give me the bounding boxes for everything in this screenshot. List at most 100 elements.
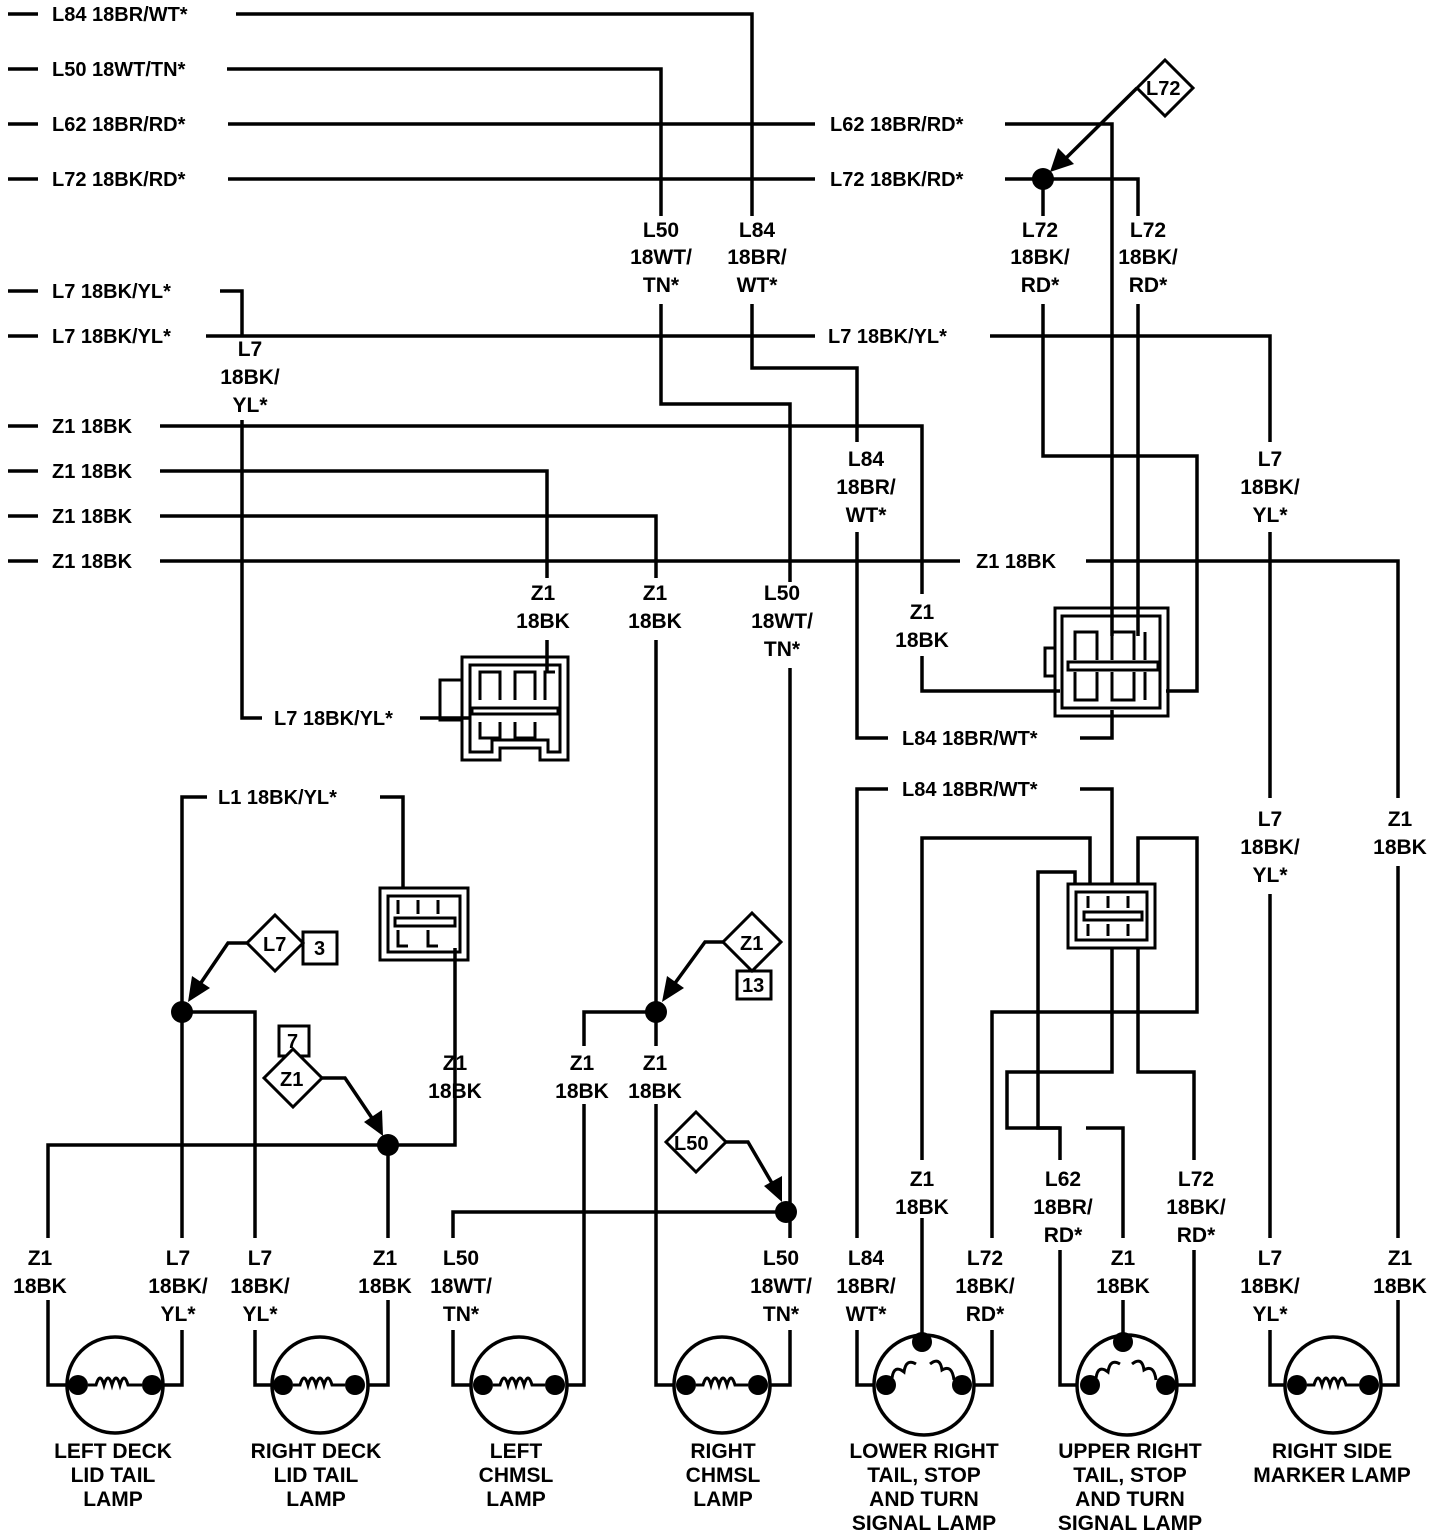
label-l7a-left: L7 18BK/YL* [52, 281, 171, 303]
lamp-left-chmsl [469, 1335, 569, 1435]
svg-text:L7: L7 [166, 1247, 191, 1270]
svg-text:18BK: 18BK [516, 610, 570, 633]
svg-text:Z1: Z1 [1388, 1247, 1413, 1270]
label-l72-right: L72 18BK/RD* [830, 169, 964, 191]
svg-text:18BK/: 18BK/ [1240, 1275, 1300, 1298]
svg-text:18BK/: 18BK/ [955, 1275, 1015, 1298]
svg-text:L72: L72 [967, 1247, 1003, 1270]
svg-text:YL*: YL* [1252, 1303, 1288, 1326]
svg-text:L7: L7 [248, 1247, 273, 1270]
svg-text:Z1: Z1 [910, 1168, 935, 1191]
svg-text:TN*: TN* [643, 274, 680, 297]
diamond-label-l72: L72 [1146, 78, 1180, 100]
label-z1a-left: Z1 18BK [52, 416, 133, 438]
connector-top-right [1043, 606, 1170, 718]
splice-l72 [1032, 168, 1054, 190]
svg-text:TN*: TN* [763, 1303, 800, 1326]
lw-lr-l72: L72 18BK/RD* [955, 1247, 1015, 1326]
svg-text:MARKER LAMP: MARKER LAMP [1253, 1464, 1411, 1487]
svg-text:Z1: Z1 [28, 1247, 53, 1270]
svg-text:LAMP: LAMP [286, 1488, 346, 1511]
svg-text:Z1: Z1 [643, 582, 668, 605]
svg-text:18WT/: 18WT/ [751, 610, 813, 633]
vlabel-z1-c2: Z1 18BK [628, 582, 682, 633]
splice-ref-l7: L7 3 [188, 912, 339, 1002]
svg-text:18BK/: 18BK/ [1010, 246, 1070, 269]
svg-text:LEFT: LEFT [490, 1440, 543, 1463]
svg-text:18BR/: 18BR/ [727, 246, 787, 269]
svg-text:L84: L84 [848, 1247, 885, 1270]
svg-text:L72: L72 [1178, 1168, 1214, 1191]
svg-text:LAMP: LAMP [693, 1488, 753, 1511]
diamond-num-z1-a: 7 [287, 1031, 298, 1053]
svg-text:LAMP: LAMP [83, 1488, 143, 1511]
splice-dots [171, 168, 1054, 1223]
lw-rch-l50: L50 18WT/TN* [750, 1247, 812, 1326]
svg-text:18BK/: 18BK/ [1118, 246, 1178, 269]
svg-text:L62: L62 [1045, 1168, 1081, 1191]
svg-text:LID TAIL: LID TAIL [274, 1464, 359, 1487]
svg-text:18WT/: 18WT/ [630, 246, 692, 269]
svg-text:RD*: RD* [1021, 274, 1060, 297]
svg-text:L50: L50 [643, 219, 679, 242]
svg-text:L7: L7 [1258, 1247, 1283, 1270]
svg-text:Z1: Z1 [643, 1052, 668, 1075]
label-l62-left: L62 18BR/RD* [52, 114, 186, 136]
svg-text:TN*: TN* [764, 638, 801, 661]
svg-text:L7: L7 [238, 338, 263, 361]
label-l84-left: L84 18BR/WT* [52, 4, 188, 26]
svg-text:Z1: Z1 [531, 582, 556, 605]
svg-text:RIGHT DECK: RIGHT DECK [251, 1440, 382, 1463]
left-wire-labels: L84 18BR/WT* L50 18WT/TN* L62 18BR/RD* L… [52, 4, 188, 573]
svg-text:RIGHT: RIGHT [690, 1440, 756, 1463]
svg-text:18BK: 18BK [895, 629, 949, 652]
svg-text:TAIL, STOP: TAIL, STOP [867, 1464, 981, 1487]
svg-text:L84: L84 [739, 219, 776, 242]
splice-ref-l72: L72 [1050, 57, 1196, 172]
svg-text:RD*: RD* [1044, 1224, 1083, 1247]
lamp-right-chmsl [672, 1335, 772, 1435]
svg-text:18WT/: 18WT/ [750, 1275, 812, 1298]
label-l7b-left: L7 18BK/YL* [52, 326, 171, 348]
label-z1-mid: Z1 18BK [976, 551, 1057, 573]
svg-text:TAIL, STOP: TAIL, STOP [1073, 1464, 1187, 1487]
svg-text:RD*: RD* [966, 1303, 1005, 1326]
connector-l1 [378, 886, 470, 962]
svg-text:WT*: WT* [846, 1303, 888, 1326]
svg-text:18BK: 18BK [628, 610, 682, 633]
splice-ref-l50: L50 [663, 1109, 782, 1202]
svg-text:18BK/: 18BK/ [148, 1275, 208, 1298]
svg-text:LAMP: LAMP [486, 1488, 546, 1511]
diamond-label-l7: L7 [263, 934, 286, 956]
diamond-label-l50: L50 [674, 1133, 708, 1155]
svg-text:TN*: TN* [443, 1303, 480, 1326]
label-l72-left: L72 18BK/RD* [52, 169, 186, 191]
label-z1b-left: Z1 18BK [52, 461, 133, 483]
svg-text:L50: L50 [763, 1247, 799, 1270]
splice-z1-chmsl [645, 1001, 667, 1023]
splice-ref-z1-b: Z1 13 [662, 910, 784, 1002]
svg-text:WT*: WT* [846, 504, 888, 527]
connector-lower-right [1066, 882, 1157, 950]
svg-text:LEFT DECK: LEFT DECK [54, 1440, 172, 1463]
splice-ref-z1-a: 7 Z1 [261, 1024, 383, 1136]
svg-text:18BK/: 18BK/ [1240, 836, 1300, 859]
svg-text:18BK: 18BK [358, 1275, 412, 1298]
svg-text:YL*: YL* [232, 394, 268, 417]
